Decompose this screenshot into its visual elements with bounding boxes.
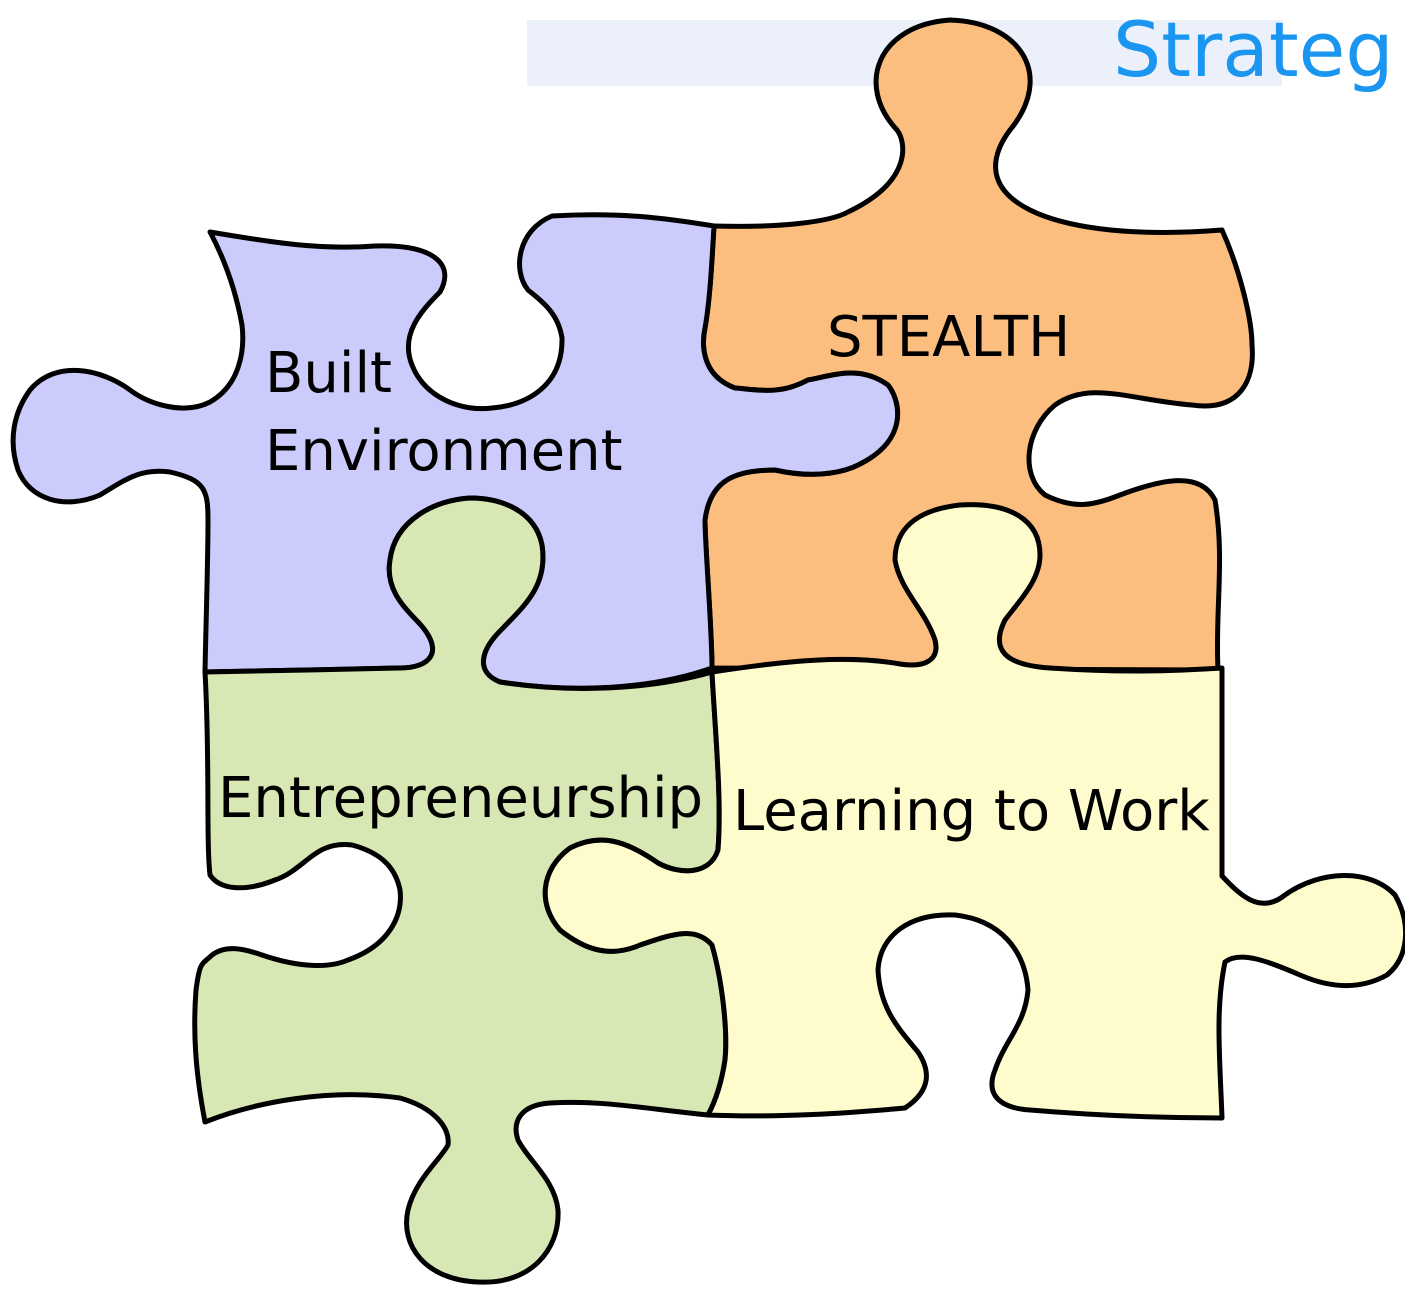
- label-built: Built: [265, 341, 392, 406]
- label-environment: Environment: [265, 419, 623, 484]
- slide-title: Strateg: [1113, 5, 1394, 94]
- label-stealth: STEALTH: [827, 305, 1070, 370]
- label-entrepreneurship: Entrepreneurship: [218, 766, 703, 831]
- label-learning-to-work: Learning to Work: [733, 779, 1210, 844]
- puzzle-piece-learning-to-work: [542, 502, 1405, 1121]
- puzzle-piece-entrepreneurship: [192, 495, 729, 1285]
